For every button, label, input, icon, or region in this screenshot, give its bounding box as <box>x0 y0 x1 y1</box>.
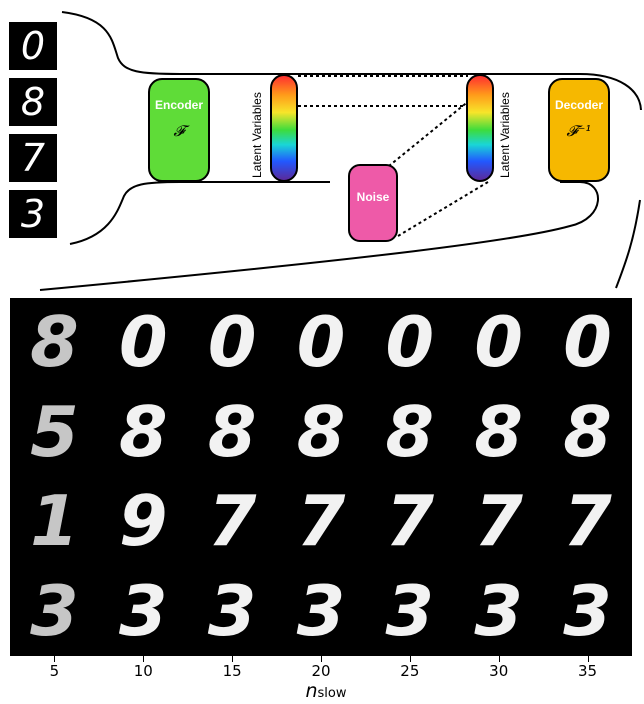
generated-digit-cell: 7 <box>474 481 523 563</box>
x-tick-label: 35 <box>578 662 598 680</box>
generated-digit-cell: 3 <box>385 570 435 652</box>
generated-digit-cell: 3 <box>296 570 346 652</box>
noise-box: Noise <box>348 164 398 242</box>
decoder-title: Decoder <box>554 98 604 112</box>
generated-digit-cell: 0 <box>474 302 523 384</box>
generated-digit-cell: 3 <box>474 570 523 652</box>
generated-digit-cell: 3 <box>563 570 612 652</box>
encoder-title: Encoder <box>154 98 203 112</box>
generated-digit-cell: 8 <box>296 391 346 473</box>
x-axis-label: nslow <box>305 680 347 702</box>
x-tick-mark <box>498 656 500 662</box>
x-tick-label: 5 <box>49 662 60 680</box>
x-tick-label: 10 <box>133 662 153 680</box>
generated-digit-cell: 8 <box>207 391 257 473</box>
noise-link-upper <box>383 99 471 171</box>
generated-digit-cell: 7 <box>296 481 346 563</box>
x-tick-mark <box>143 656 145 662</box>
latent-label-left: Latent Variables <box>250 92 264 178</box>
generated-digit-cell: 8 <box>385 391 435 473</box>
input-digit-0: 0 <box>9 22 57 70</box>
x-tick-mark <box>587 656 589 662</box>
generated-digit-cell: 3 <box>118 570 168 652</box>
generated-digit-cell: 1 <box>30 481 79 563</box>
generated-digit-cell: 8 <box>118 391 168 473</box>
generated-digit-cell: 5 <box>30 391 79 473</box>
pipeline-outline <box>39 11 642 291</box>
decoder-symbol: 𝓕⁻¹ <box>566 122 592 140</box>
latent-variables-bar-right <box>466 74 494 182</box>
latent-variables-bar-left <box>270 74 298 182</box>
input-digit-7: 7 <box>9 134 57 182</box>
input-digit-8: 8 <box>9 78 57 126</box>
generated-digit-cell: 7 <box>563 481 612 563</box>
encoder-symbol: 𝓕 <box>173 122 185 140</box>
x-tick-label: 20 <box>311 662 331 680</box>
x-tick-label: 30 <box>489 662 509 680</box>
noise-title: Noise <box>356 190 390 204</box>
x-tick-label: 15 <box>222 662 242 680</box>
generated-digit-cell: 3 <box>207 570 257 652</box>
x-tick-mark <box>232 656 234 662</box>
decoder-box: Decoder 𝓕⁻¹ <box>548 78 610 182</box>
lower-sweep-line <box>39 181 599 291</box>
generated-digit-cell: 0 <box>296 302 346 384</box>
x-tick-mark <box>409 656 411 662</box>
generated-digit-cell: 0 <box>563 302 612 384</box>
generated-digit-cell: 3 <box>30 570 79 652</box>
generated-digit-cell: 8 <box>563 391 612 473</box>
generated-digit-cell: 8 <box>474 391 523 473</box>
x-tick-mark <box>54 656 56 662</box>
input-digit-3: 3 <box>9 190 57 238</box>
right-sweep-line <box>615 199 641 289</box>
generated-digit-cell: 0 <box>385 302 435 384</box>
x-tick-label: 25 <box>400 662 420 680</box>
generated-digit-cell: 0 <box>207 302 257 384</box>
generated-digit-cell: 7 <box>207 481 257 563</box>
x-tick-mark <box>321 656 322 662</box>
generated-digit-cell: 7 <box>385 481 435 563</box>
bottom-funnel-line <box>69 181 330 245</box>
noise-link-lower <box>397 181 489 237</box>
generated-digit-cell: 0 <box>118 302 168 384</box>
generated-digit-cell: 8 <box>30 302 79 384</box>
latent-label-right: Latent Variables <box>498 92 512 178</box>
encoder-box: Encoder 𝓕 <box>148 78 210 182</box>
top-funnel-line <box>61 11 642 111</box>
generated-digit-cell: 9 <box>118 481 168 563</box>
